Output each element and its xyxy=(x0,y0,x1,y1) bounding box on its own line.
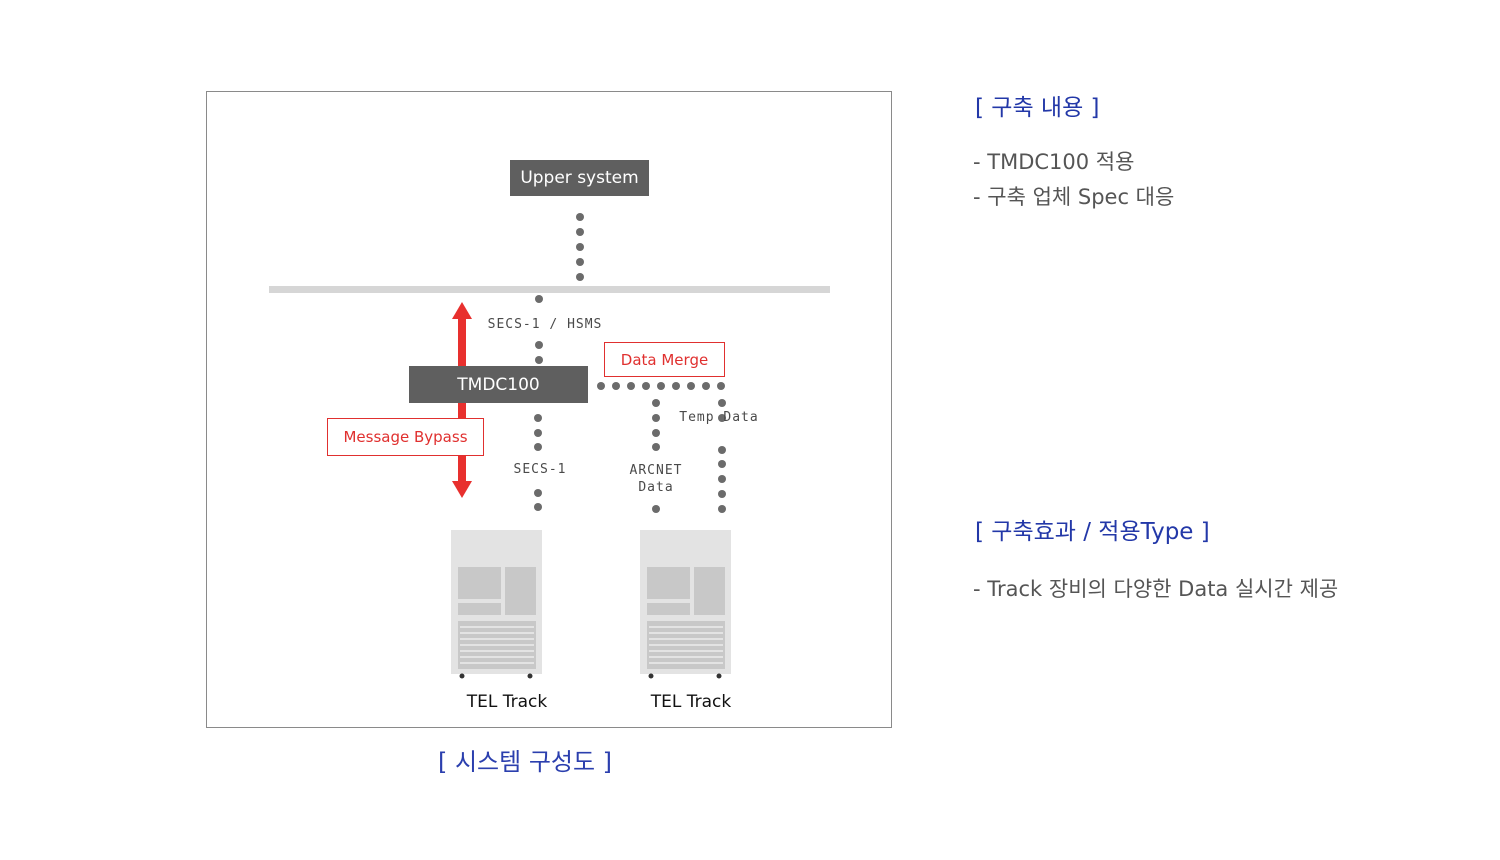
network-bus xyxy=(269,286,830,293)
arcnet-label: ARCNET xyxy=(629,463,683,478)
upper-system-box: Upper system xyxy=(510,160,649,196)
data-merge-label: Data Merge xyxy=(604,342,725,377)
secs1-label: SECS-1 xyxy=(513,462,567,477)
tel-track-left-equipment xyxy=(451,530,542,679)
system-diagram-frame xyxy=(206,91,892,728)
tel-track-right-label: TEL Track xyxy=(650,692,732,712)
build-contents-item: - 구축 업체 Spec 대응 xyxy=(973,185,1175,209)
tel-track-right-equipment xyxy=(640,530,731,679)
secs1-hsms-label: SECS-1 / HSMS xyxy=(487,317,603,332)
tel-track-left-label: TEL Track xyxy=(466,692,548,712)
temp-data-label: Temp Data xyxy=(679,410,759,425)
build-contents-heading: [ 구축 내용 ] xyxy=(975,95,1100,121)
diagram-caption: [ 시스템 구성도 ] xyxy=(437,748,613,776)
arcnet-data-label: Data xyxy=(638,480,674,495)
dotted-connectors xyxy=(534,213,726,513)
tmdc100-box: TMDC100 xyxy=(409,366,588,403)
build-contents-item: - TMDC100 적용 xyxy=(973,150,1135,174)
effect-heading: [ 구축효과 / 적용Type ] xyxy=(975,519,1210,545)
message-bypass-label: Message Bypass xyxy=(327,418,484,456)
effect-item: - Track 장비의 다양한 Data 실시간 제공 xyxy=(973,577,1339,601)
